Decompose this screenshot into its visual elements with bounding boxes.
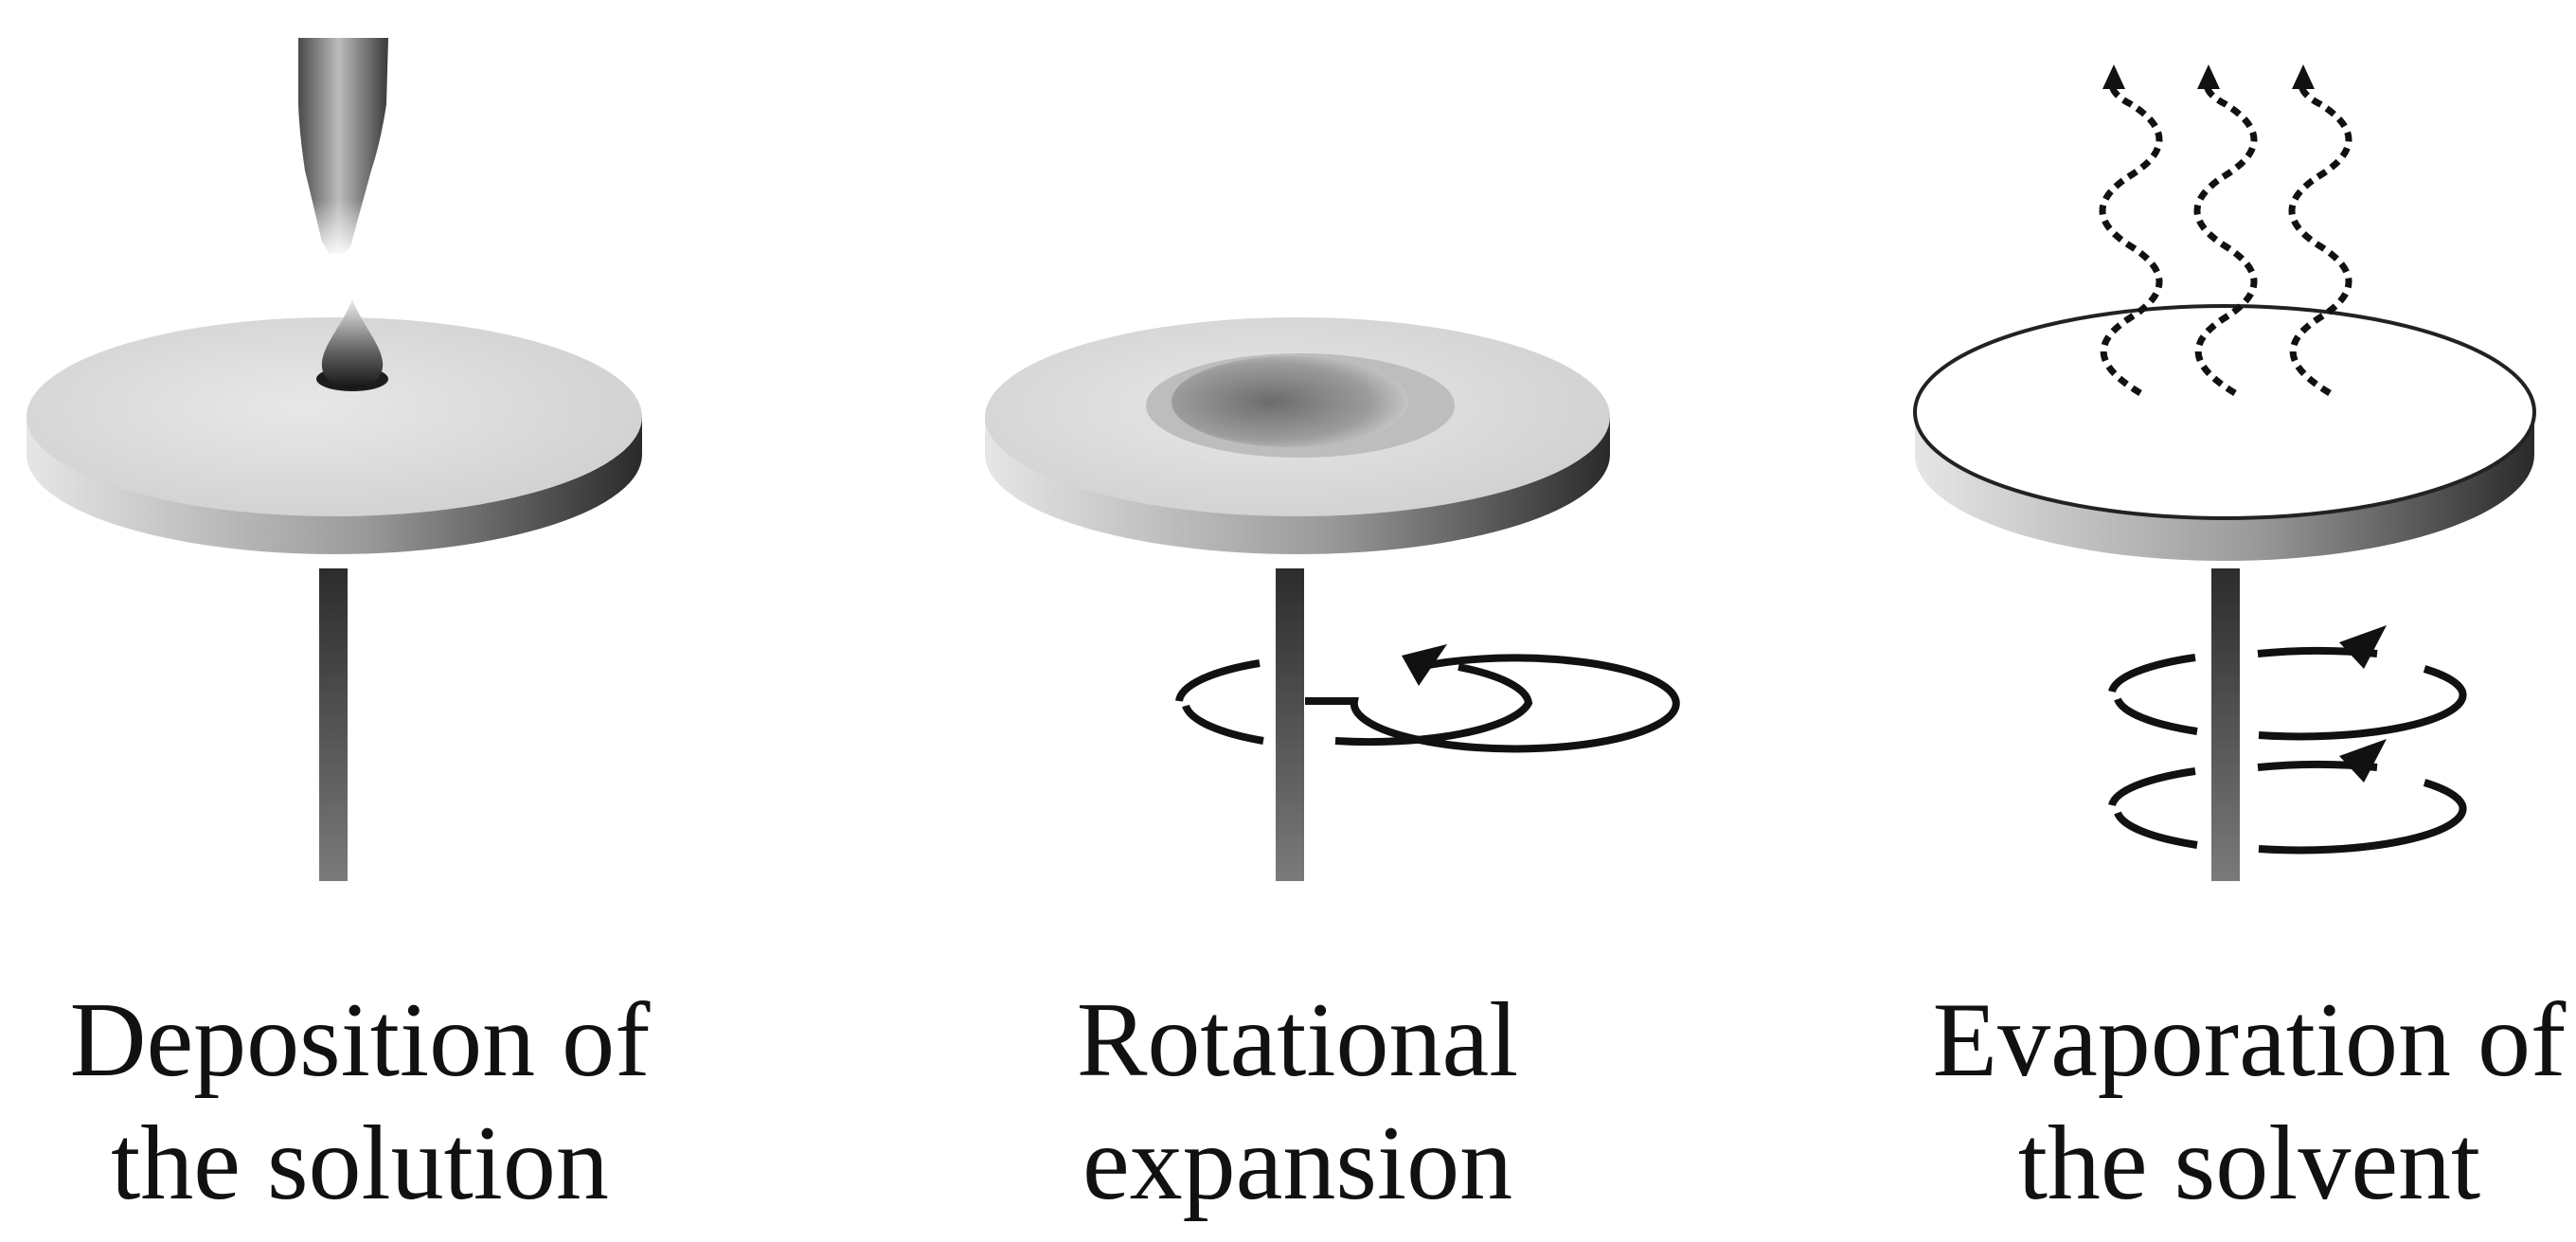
solution-droplet	[316, 298, 388, 391]
caption-evaporation-line2: the solvent	[2018, 1105, 2480, 1222]
spin-disk	[27, 317, 642, 554]
caption-evaporation-line1: Evaporation of	[1933, 981, 2567, 1099]
shaft	[1276, 568, 1304, 881]
stage-evaporation	[1913, 64, 2536, 881]
caption-rotational-line2: expansion	[1082, 1105, 1512, 1222]
spreading-film	[1146, 353, 1455, 458]
shaft	[319, 568, 348, 881]
rotation-arrowhead	[2339, 739, 2387, 783]
vapor-arrow-icon	[2193, 78, 2258, 397]
shaft	[2211, 568, 2240, 881]
stage-rotational-expansion	[985, 317, 1680, 881]
vapor-arrow-icon	[2288, 78, 2352, 397]
vapor-arrows	[2099, 78, 2352, 397]
dispenser-needle	[298, 38, 388, 254]
rotation-arrowhead	[2339, 625, 2387, 669]
rotation-arrow-icon	[2108, 760, 2467, 855]
rotation-arrow-icon	[2108, 646, 2467, 741]
rotation-arrow-icon	[1175, 644, 1680, 753]
stage-deposition	[27, 38, 642, 881]
caption-rotational-line1: Rotational	[1077, 981, 1519, 1099]
spin-disk	[1913, 304, 2536, 561]
caption-deposition-line2: the solution	[111, 1105, 609, 1222]
caption-deposition-line1: Deposition of	[70, 981, 652, 1099]
captions: Deposition of the solution Rotational ex…	[70, 981, 2567, 1222]
vapor-arrow-icon	[2099, 78, 2163, 397]
vapor-arrowheads	[2102, 64, 2315, 89]
